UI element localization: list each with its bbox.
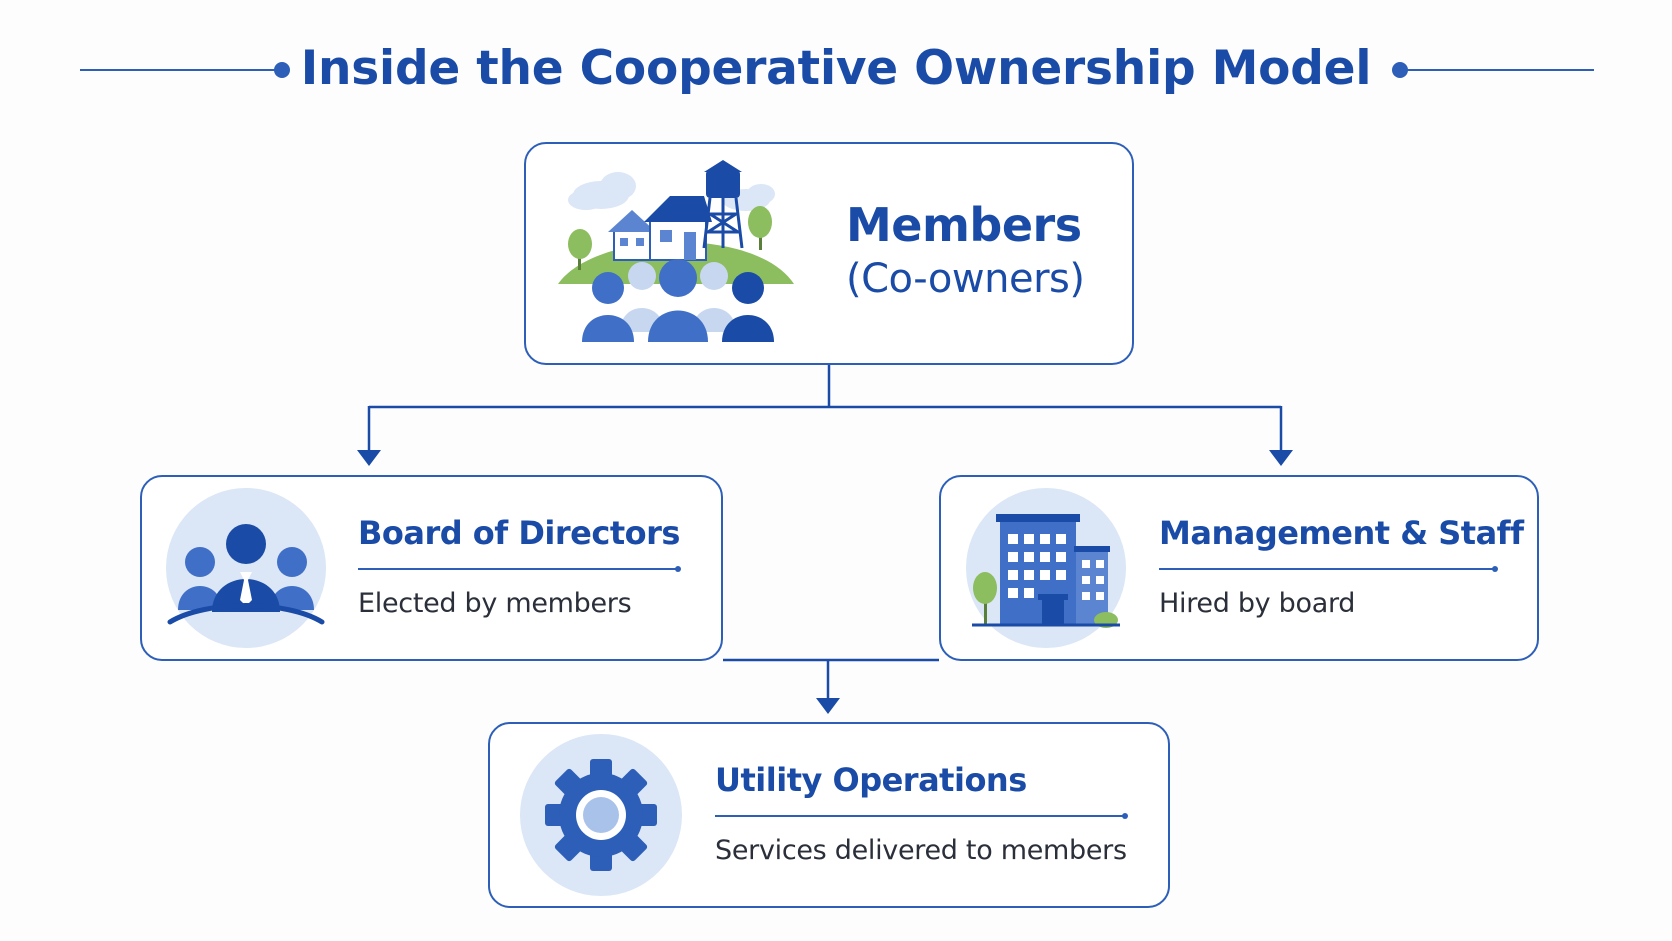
- title-decoration-right: [1392, 62, 1594, 78]
- office-building-icon: [966, 488, 1126, 648]
- operations-subtitle: Services delivered to members: [715, 835, 1127, 866]
- management-title: Management & Staff: [1159, 514, 1524, 552]
- members-title: Members: [846, 198, 1082, 252]
- arrowhead-operations: [816, 698, 840, 714]
- community-people-houses-water-tower-icon: [556, 160, 796, 350]
- arrowhead-board: [357, 450, 381, 466]
- management-subtitle: Hired by board: [1159, 588, 1356, 619]
- page-title: Inside the Cooperative Ownership Model: [300, 41, 1372, 96]
- edge-members-to-board: [357, 365, 831, 466]
- board-divider: [358, 566, 681, 572]
- edge-members-to-management: [829, 405, 1293, 466]
- gear-icon: [520, 734, 682, 896]
- board-title: Board of Directors: [358, 514, 680, 552]
- edge-to-operations: [723, 658, 939, 714]
- members-subtitle: (Co-owners): [846, 256, 1085, 302]
- board-people-icon: [166, 488, 326, 648]
- operations-title: Utility Operations: [715, 761, 1027, 799]
- arrowhead-management: [1269, 450, 1293, 466]
- title-decoration-left: [80, 62, 290, 78]
- board-subtitle: Elected by members: [358, 588, 632, 619]
- operations-divider: [715, 813, 1128, 819]
- management-divider: [1159, 566, 1498, 572]
